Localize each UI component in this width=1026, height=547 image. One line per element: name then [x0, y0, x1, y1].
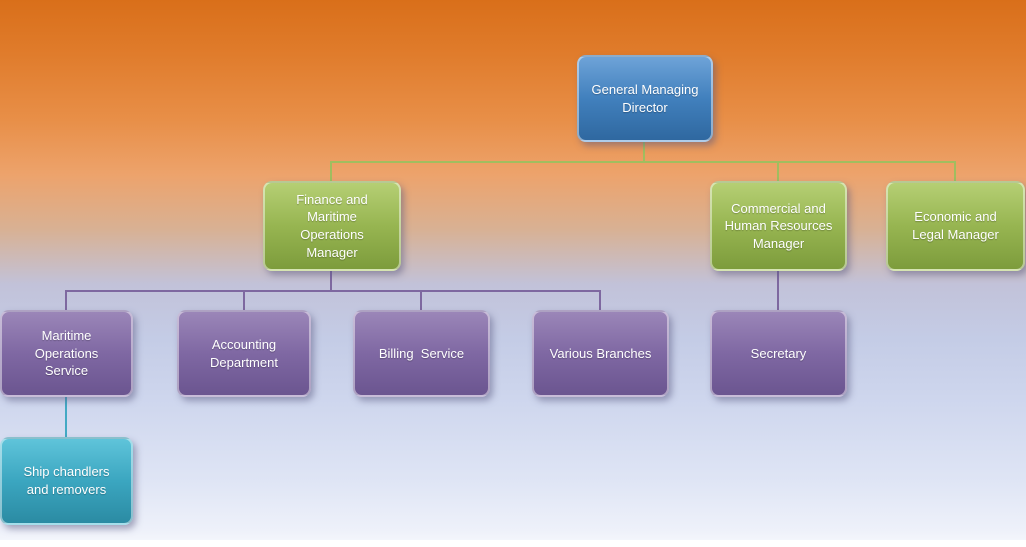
connector-maritime-shipchandlers	[65, 396, 67, 438]
node-billing-service[interactable]: Billing Service	[353, 310, 490, 397]
node-secretary[interactable]: Secretary	[710, 310, 847, 397]
node-economic-legal-manager[interactable]: Economic and Legal Manager	[886, 181, 1025, 271]
connector-drop-accounting	[243, 290, 245, 311]
bottom-margin-strip	[0, 540, 1026, 547]
connector-drop-economic	[954, 161, 956, 182]
node-accounting-department[interactable]: Accounting Department	[177, 310, 311, 397]
node-label: Economic and Legal Manager	[912, 209, 999, 242]
node-label: Various Branches	[549, 345, 652, 361]
node-label: Secretary	[750, 345, 807, 361]
node-label: Commercial and Human Resources Manager	[724, 200, 833, 251]
connector-drop-finance	[330, 161, 332, 182]
node-maritime-operations-service[interactable]: Maritime Operations Service	[0, 310, 133, 397]
node-commercial-human-resources-manager[interactable]: Commercial and Human Resources Manager	[710, 181, 847, 271]
connector-drop-commercial	[777, 161, 779, 182]
node-various-branches[interactable]: Various Branches	[532, 310, 669, 397]
connector-drop-billing	[420, 290, 422, 311]
connector-level2-horizontal	[330, 161, 956, 163]
node-label: Finance and Maritime Operations Manager	[296, 191, 368, 260]
node-ship-chandlers-and-removers[interactable]: Ship chandlers and removers	[0, 437, 133, 525]
connector-level3-horizontal	[65, 290, 601, 292]
node-label: Ship chandlers and removers	[23, 464, 110, 497]
connector-drop-maritime-service	[65, 290, 67, 311]
node-finance-maritime-operations-manager[interactable]: Finance and Maritime Operations Manager	[263, 181, 401, 271]
node-label: General Managing Director	[591, 81, 699, 115]
node-label: Accounting Department	[210, 336, 278, 370]
node-label: Maritime Operations Service	[34, 328, 99, 379]
connector-director-riser	[643, 141, 645, 163]
connector-finance-riser	[330, 270, 332, 292]
node-label: Billing Service	[378, 345, 465, 361]
connector-commercial-secretary	[777, 270, 779, 311]
node-general-managing-director[interactable]: General Managing Director	[577, 55, 713, 142]
connector-drop-various-branches	[599, 290, 601, 311]
